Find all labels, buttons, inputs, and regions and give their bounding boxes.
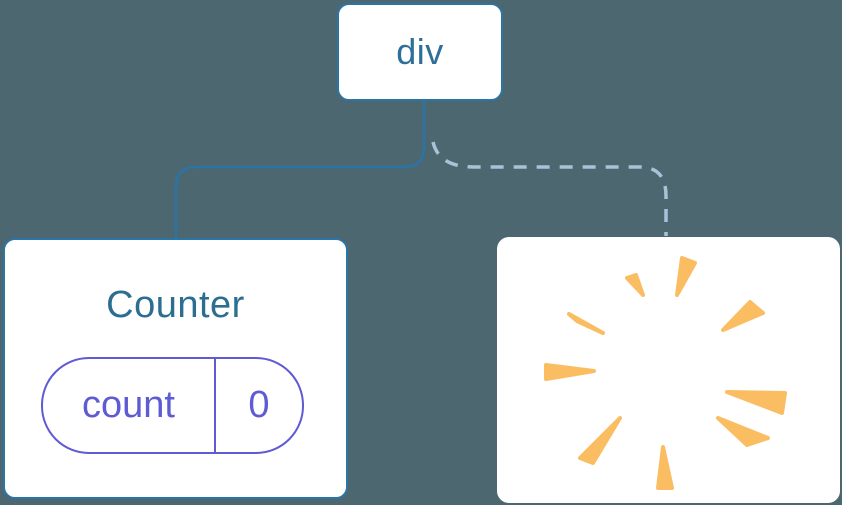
- link-div-to-removed: [431, 141, 668, 236]
- poof-ray: [567, 312, 605, 335]
- node-counter: Counter count 0: [3, 238, 348, 499]
- node-div-label: div: [396, 31, 444, 72]
- poof-ray: [544, 363, 596, 381]
- poof-ray: [578, 416, 622, 465]
- poof-icon: [544, 256, 787, 490]
- poof-ray: [625, 273, 645, 297]
- counter-title: Counter: [106, 284, 245, 326]
- poof-ray: [725, 390, 787, 415]
- node-removed: [497, 237, 840, 503]
- poof-ray: [716, 416, 770, 447]
- state-pill: count 0: [41, 357, 304, 454]
- poof-ray: [721, 300, 765, 332]
- poof-ray: [656, 445, 674, 490]
- poof-ray: [675, 256, 697, 297]
- link-div-to-counter: [174, 99, 426, 239]
- node-div: div: [337, 3, 503, 101]
- state-key: count: [43, 359, 216, 452]
- state-value: 0: [248, 384, 270, 426]
